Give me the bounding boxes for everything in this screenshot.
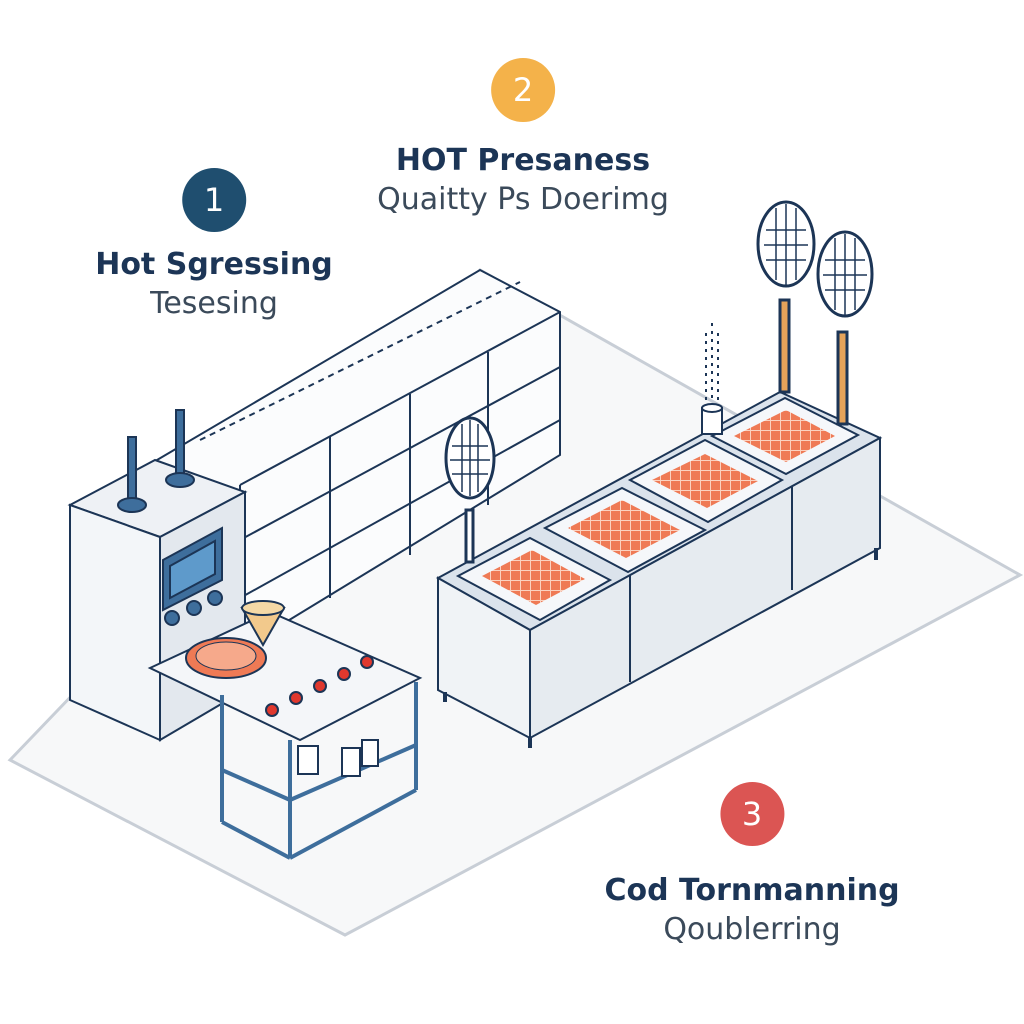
heat-tray [627, 438, 785, 524]
step-3: 3 Cod Tornmanning Qoublerring [604, 782, 900, 950]
spray-can-icon [701, 322, 723, 435]
step-1-title: Hot Sgressing [95, 247, 333, 282]
step-2: 2 HOT Presaness Quaitty Ps Doerimg [377, 58, 669, 220]
funnel-icon [240, 600, 286, 648]
step-3-subtitle: Qoublerring [663, 912, 841, 947]
pitcher-icon [297, 739, 379, 777]
step-3-badge: 3 [720, 782, 784, 846]
racket-icon [756, 200, 816, 394]
step-1: 1 Hot Sgressing Tesesing [95, 168, 333, 324]
racket-icon [444, 416, 496, 564]
step-1-subtitle: Tesesing [150, 286, 278, 321]
step-1-badge: 1 [182, 168, 246, 232]
step-2-subtitle: Quaitty Ps Doerimg [377, 182, 669, 217]
heat-tray [455, 536, 613, 622]
step-3-title: Cod Tornmanning [604, 873, 900, 908]
step-2-badge: 2 [491, 58, 555, 122]
racket-icon [816, 230, 874, 426]
press-counter [435, 390, 883, 748]
heat-tray [709, 396, 861, 476]
heat-tray [542, 486, 708, 574]
prep-table [147, 600, 423, 860]
step-2-title: HOT Presaness [395, 143, 651, 178]
